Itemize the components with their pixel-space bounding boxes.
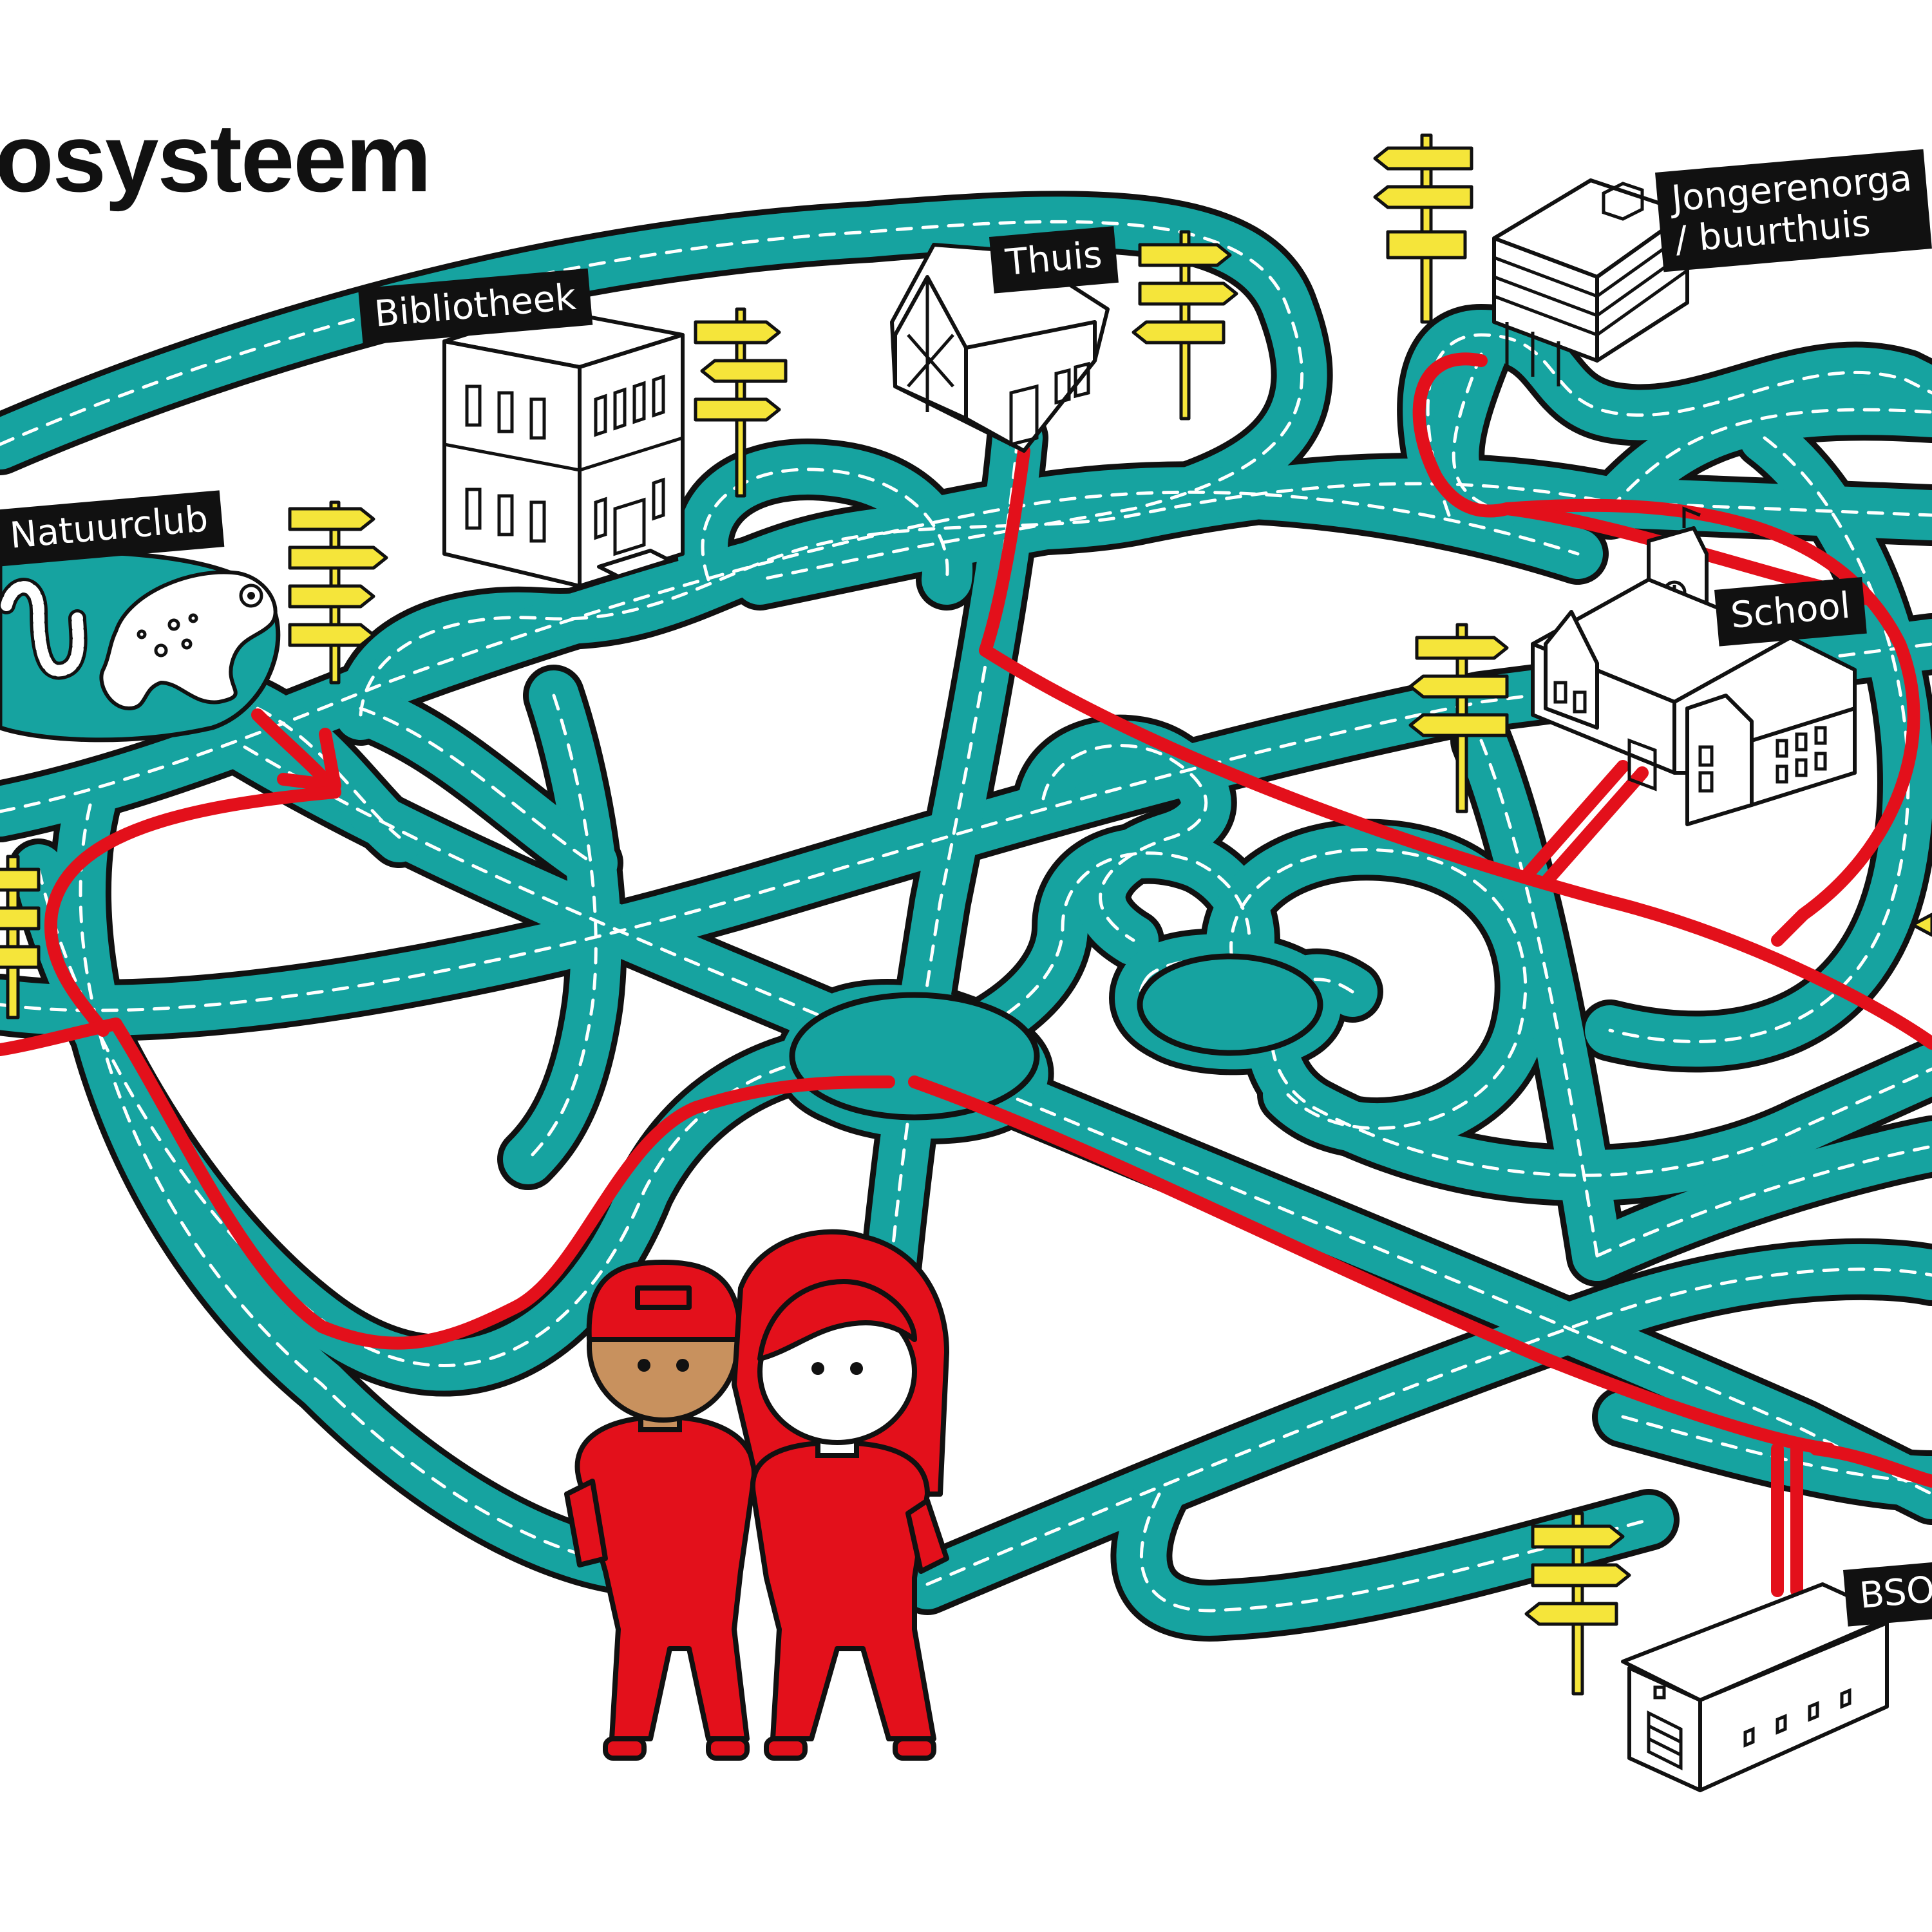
frog-icon [99,570,278,710]
central-roundabout [789,992,1040,1121]
school-icon [1531,506,1857,826]
label-bso: BSO [1843,1560,1932,1627]
signpost-icon [1524,1511,1631,1696]
red-routes [0,352,1932,1597]
signpost-icon [288,500,388,685]
signpost-icon [1408,623,1509,813]
bso-building-icon [1621,1582,1895,1792]
signpost-icon [694,307,788,498]
signpost-icon [0,855,41,1019]
natuurclub-area [0,549,281,743]
worm-icon [0,578,88,680]
signposts [0,133,1932,1696]
girl-figure-icon [732,1229,949,1761]
signpost-icon [1132,230,1238,421]
signpost-icon [1373,133,1473,324]
page-title: osysteem [0,104,431,212]
boy-figure-icon [564,1260,757,1761]
label-thuis: Thuis [989,226,1119,294]
signpost-icon [1911,913,1932,937]
library-icon [442,307,685,588]
house-icon [890,243,1110,453]
right-roundabout [1137,953,1323,1056]
